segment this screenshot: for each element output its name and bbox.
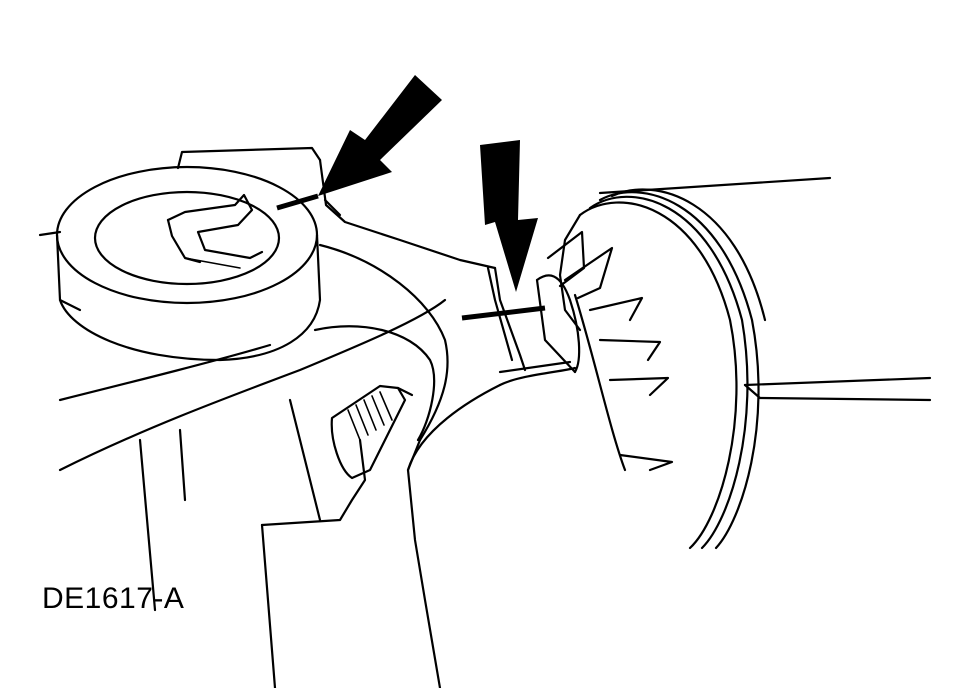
bolt <box>330 384 414 480</box>
housing-outline <box>38 146 577 688</box>
housing-arm <box>58 243 449 472</box>
figure-identifier: DE1617-A <box>42 582 185 615</box>
fan-rotor <box>535 188 767 550</box>
arrow-lower <box>461 140 546 321</box>
housing-right <box>598 176 932 402</box>
retaining-clip <box>166 193 264 269</box>
cylindrical-boss <box>55 165 322 362</box>
arrow-upper <box>276 75 442 211</box>
